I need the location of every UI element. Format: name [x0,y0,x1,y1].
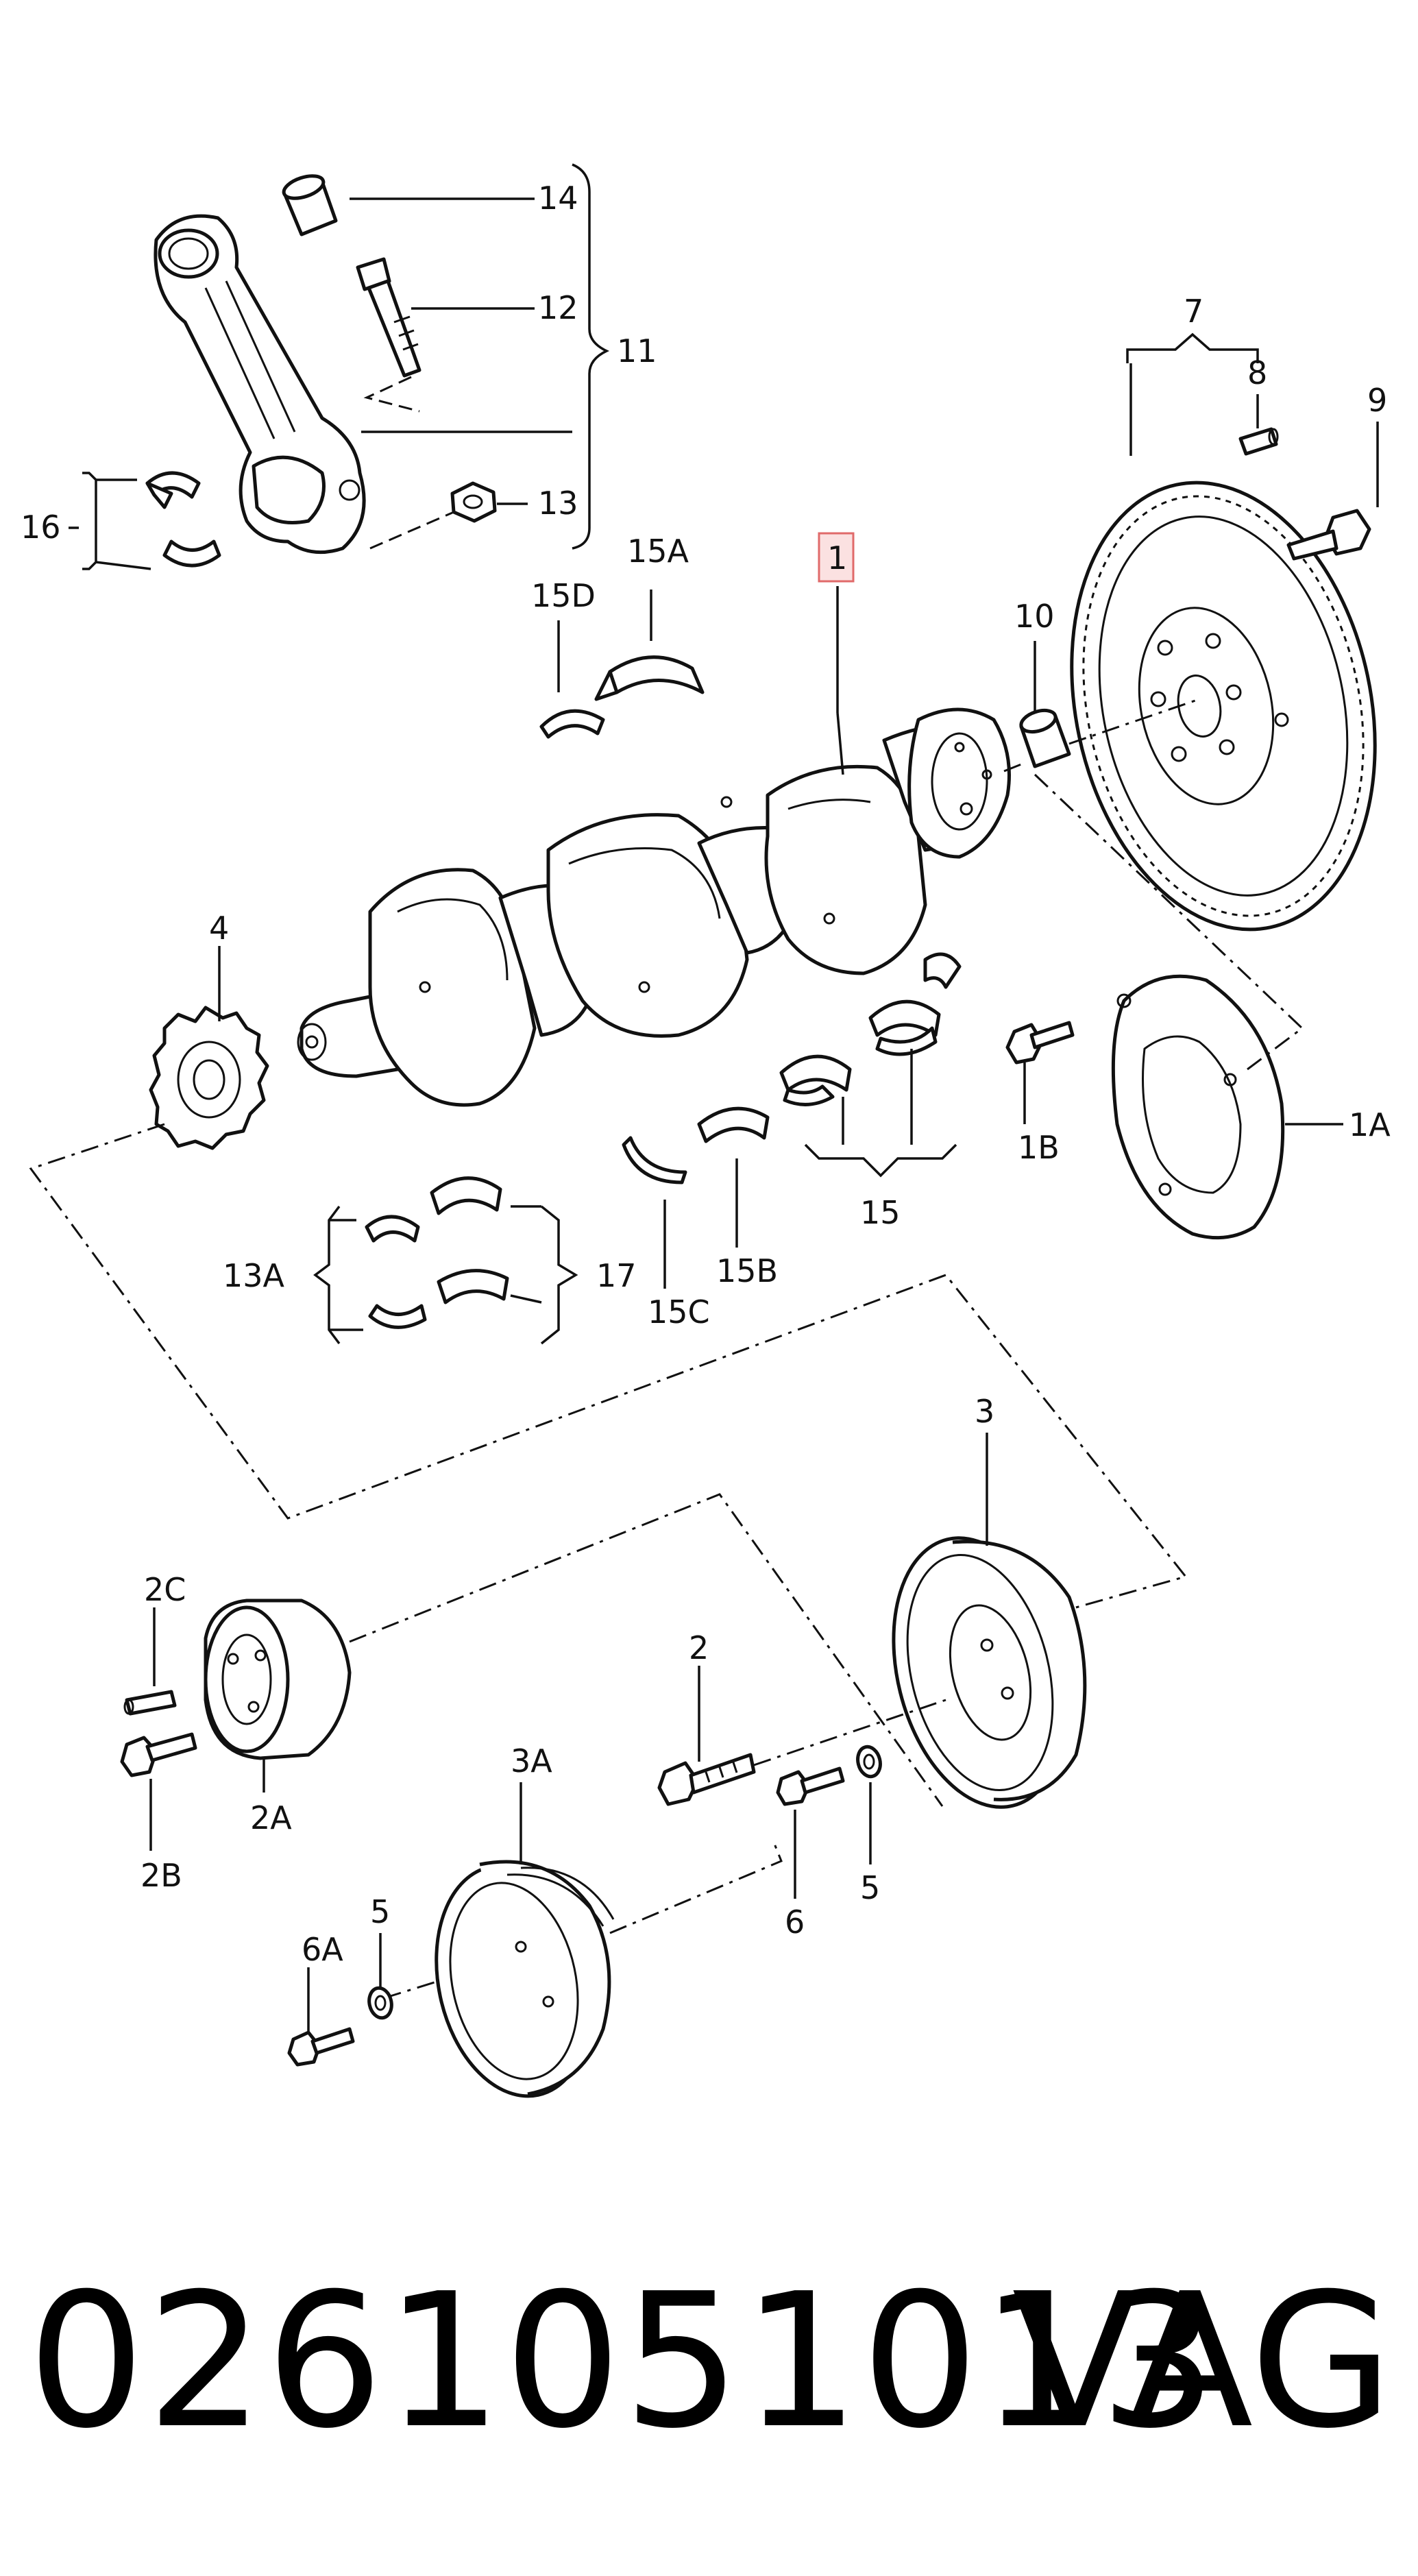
crankshaft [297,707,1011,1107]
thrust-washer-15d [539,620,605,739]
highlight-box [818,532,855,583]
label-10[interactable]: 10 [1014,598,1055,635]
label-3[interactable]: 3 [975,1393,994,1430]
label-13a[interactable]: 13A [223,1257,285,1294]
main-bearing-shell-15b [697,1106,770,1248]
hub-bolt-2c [123,1607,177,1716]
thrust-washer-15c [622,1136,687,1289]
label-17[interactable]: 17 [596,1257,637,1294]
pulley-3a [435,1782,615,2098]
connecting-rod-nut [450,481,497,523]
crankshaft-sprocket [149,946,269,1150]
washer-5-right [856,1745,882,1864]
hub-bolt-2b [120,1732,197,1851]
pulley-bolt-6 [776,1766,845,1899]
bearing-shell-set-13a-17 [313,1176,578,1345]
flywheel-bolt [1286,422,1379,561]
brand-name: VAG [1012,2253,1393,2469]
label-1a[interactable]: 1A [1349,1106,1391,1143]
vibration-damper-pulley [892,1433,1087,1809]
flywheel [1070,481,1377,932]
small-end-bushing [282,174,338,236]
label-3a[interactable]: 3A [511,1742,552,1779]
needle-bearing [1019,641,1071,768]
label-1[interactable]: 1 [827,539,847,576]
label-2a[interactable]: 2A [250,1799,292,1836]
label-12[interactable]: 12 [538,289,578,326]
main-bearing-shell-15a [594,590,705,701]
sender-wheel [1111,974,1343,1240]
label-15a[interactable]: 15A [627,533,689,570]
label-15d[interactable]: 15D [531,577,596,614]
label-2[interactable]: 2 [689,1629,709,1666]
label-9[interactable]: 9 [1367,382,1387,419]
label-15c[interactable]: 15C [648,1293,710,1330]
label-2b[interactable]: 2B [140,1857,182,1894]
label-13[interactable]: 13 [538,485,578,522]
crankshaft-hub [204,1599,352,1793]
label-6[interactable]: 6 [785,1904,805,1941]
label-1b[interactable]: 1B [1018,1129,1060,1166]
connecting-rod-group [154,163,610,555]
label-5-right[interactable]: 5 [860,1869,880,1906]
label-2c[interactable]: 2C [144,1571,186,1608]
dowel-pin [1238,394,1279,456]
pulley-bolt-6a [287,1967,355,2067]
label-11[interactable]: 11 [617,332,657,369]
connecting-rod [154,214,366,555]
label-16[interactable]: 16 [21,509,61,546]
label-4[interactable]: 4 [209,910,229,947]
main-bearing-shells [779,952,962,1178]
washer-5-left [367,1933,393,2020]
label-7[interactable]: 7 [1184,293,1203,330]
label-8[interactable]: 8 [1247,354,1267,391]
label-15[interactable]: 15 [860,1194,901,1231]
part-number: 0261051013 [27,2253,1219,2469]
label-6a[interactable]: 6A [302,1931,343,1968]
sender-wheel-bolt [1005,1021,1075,1124]
label-5-left[interactable]: 5 [370,1893,390,1930]
label-15b[interactable]: 15B [716,1252,778,1289]
pulley-bolt [657,1666,756,1806]
rod-bearing-shells [69,471,221,570]
label-14[interactable]: 14 [538,180,578,217]
connecting-rod-bolt [356,257,421,378]
